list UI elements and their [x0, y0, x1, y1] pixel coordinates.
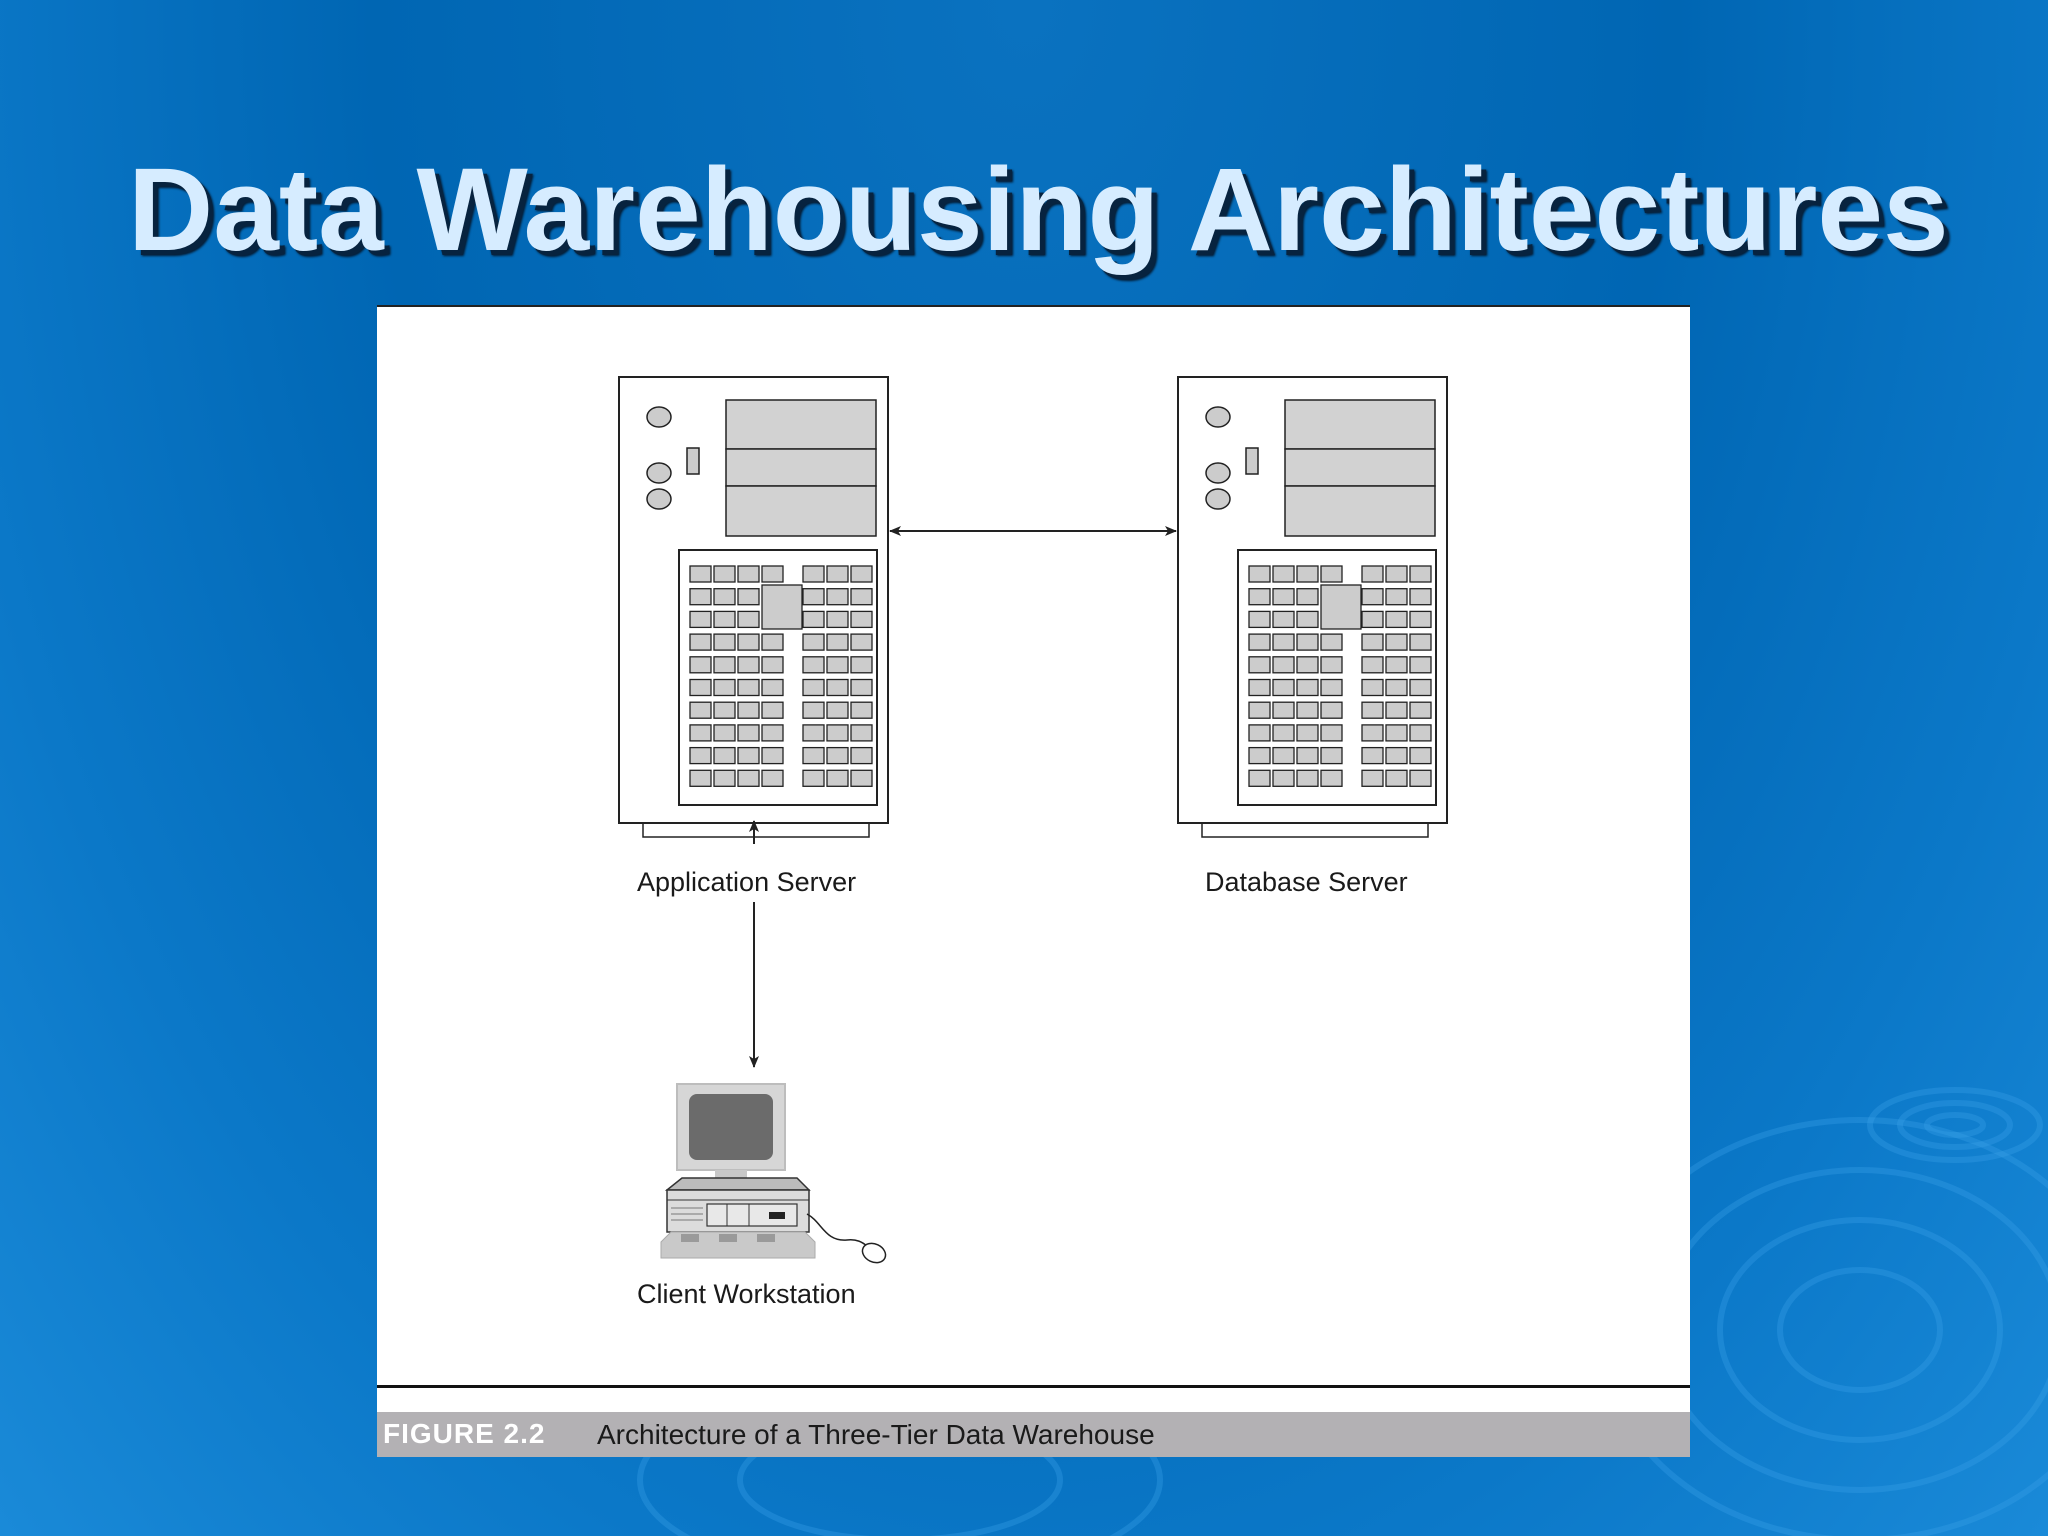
database-server-icon [1177, 376, 1448, 838]
application-server-icon [618, 376, 889, 838]
application-server-label: Application Server [637, 867, 857, 897]
figure-panel: Application Server Database Server Clien… [377, 305, 1690, 1457]
figure-caption: Architecture of a Three-Tier Data Wareho… [597, 1419, 1155, 1450]
figure-number: FIGURE 2.2 [383, 1418, 546, 1449]
database-server-label: Database Server [1205, 867, 1408, 897]
client-workstation-icon [660, 1083, 887, 1264]
client-workstation-label: Client Workstation [637, 1279, 856, 1309]
caption-bar: FIGURE 2.2 Architecture of a Three-Tier … [377, 1412, 1690, 1457]
figure-rule [377, 1385, 1690, 1388]
diagram-canvas [618, 376, 1448, 1264]
slide-title: Data Warehousing Architectures [128, 144, 1949, 276]
